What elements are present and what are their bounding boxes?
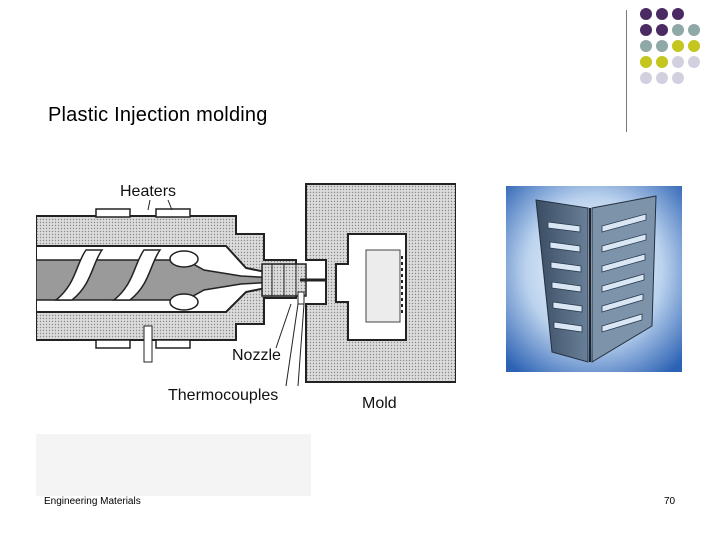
decorative-dot: [656, 8, 668, 20]
molded-part-photo: [506, 186, 682, 372]
decorative-dot: [640, 72, 652, 84]
decorative-dot: [688, 56, 700, 68]
page-number: 70: [664, 496, 676, 507]
decorative-dot: [656, 24, 668, 36]
decorative-dot-grid: [640, 8, 720, 120]
decorative-dot: [672, 56, 684, 68]
decorative-dot: [640, 40, 652, 52]
injection-molding-diagram: Heaters Nozzle Thermocouples Mold: [36, 183, 456, 496]
decorative-dot: [688, 24, 700, 36]
decorative-dot: [656, 40, 668, 52]
mold: [305, 183, 456, 383]
nozzle: [261, 263, 307, 305]
label-mold: Mold: [362, 395, 397, 412]
divider-line: [626, 10, 627, 132]
heater-bands: [95, 208, 191, 349]
label-nozzle: Nozzle: [232, 347, 281, 364]
footer-course-name: Engineering Materials: [44, 496, 141, 507]
slide-title: Plastic Injection molding: [48, 104, 268, 126]
decorative-dot: [672, 24, 684, 36]
decorative-dot: [656, 56, 668, 68]
decorative-dot: [640, 56, 652, 68]
decorative-dot: [688, 40, 700, 52]
label-heaters: Heaters: [120, 183, 176, 200]
decorative-dot: [672, 8, 684, 20]
label-thermocouples: Thermocouples: [168, 387, 278, 404]
scan-noise-area: [36, 434, 311, 496]
decorative-dot: [640, 24, 652, 36]
decorative-dot: [672, 72, 684, 84]
leader-lines: [143, 199, 305, 387]
decorative-dot: [656, 72, 668, 84]
decorative-dot: [672, 40, 684, 52]
decorative-dot: [640, 8, 652, 20]
